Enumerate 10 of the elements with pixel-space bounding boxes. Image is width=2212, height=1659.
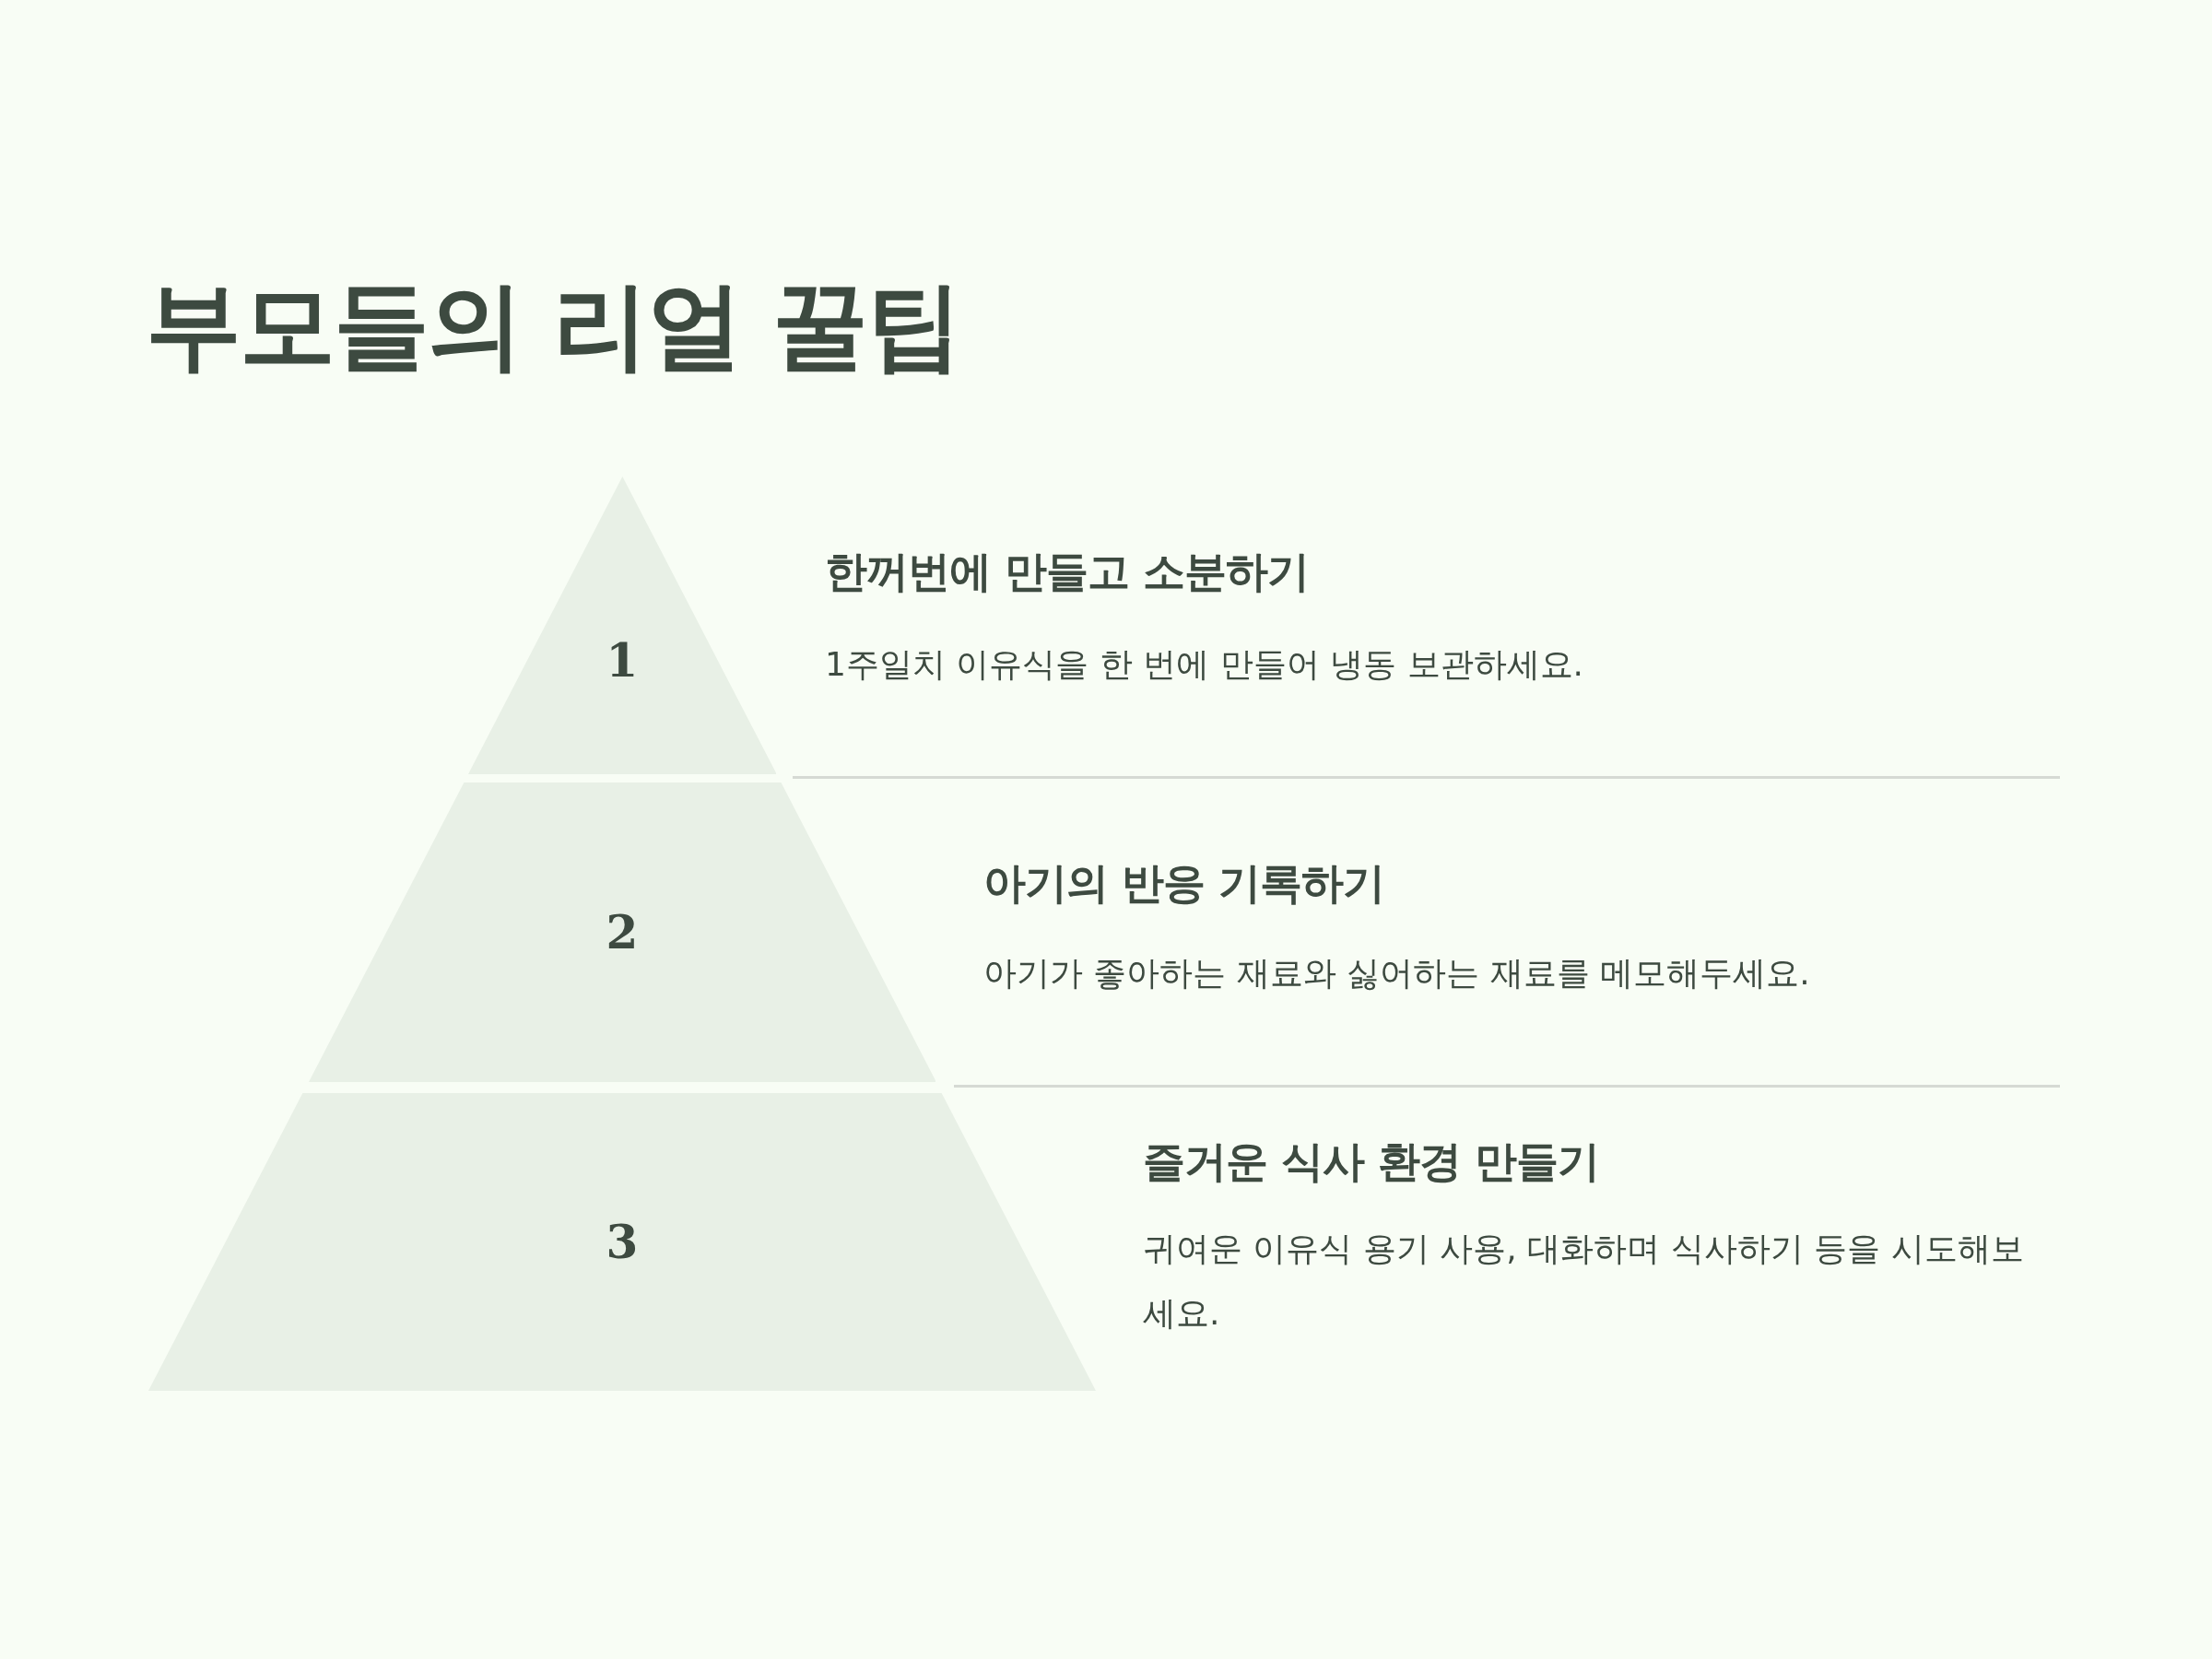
tier-heading: 한꺼번에 만들고 소분하기 bbox=[825, 546, 1310, 598]
tier-heading: 아기의 반응 기록하기 bbox=[983, 857, 1385, 910]
tier-description: 귀여운 이유식 용기 사용, 대화하며 식사하기 등을 시도해보세요. bbox=[1143, 1229, 2025, 1334]
title: 부모들의 리얼 꿀팁 bbox=[146, 268, 961, 383]
tier-number: 2 bbox=[606, 909, 639, 956]
tier-description: 1주일치 이유식을 한 번에 만들어 냉동 보관하세요. bbox=[825, 644, 1584, 685]
tier-description: 아기가 좋아하는 재료와 싫어하는 재료를 메모해두세요. bbox=[983, 953, 1811, 994]
tier-number: 3 bbox=[606, 1218, 639, 1265]
tier-heading: 즐거운 식사 환경 만들기 bbox=[1143, 1135, 1600, 1188]
tier-number: 1 bbox=[606, 638, 639, 685]
